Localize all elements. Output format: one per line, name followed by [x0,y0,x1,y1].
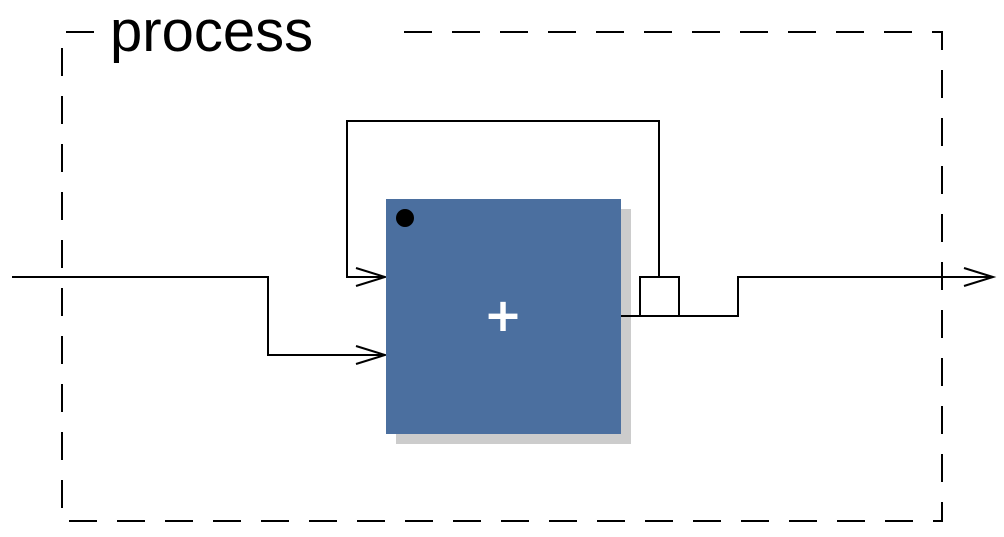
block-origin-dot [396,209,414,227]
input-wire [12,276,389,365]
feedback-wire [346,120,660,287]
group-title: process [110,0,313,64]
adder-operator: + [484,288,523,342]
delay-element[interactable] [639,276,680,317]
output-wire [679,267,997,317]
adder-block[interactable] [386,199,621,434]
process-group-frame [61,31,943,522]
